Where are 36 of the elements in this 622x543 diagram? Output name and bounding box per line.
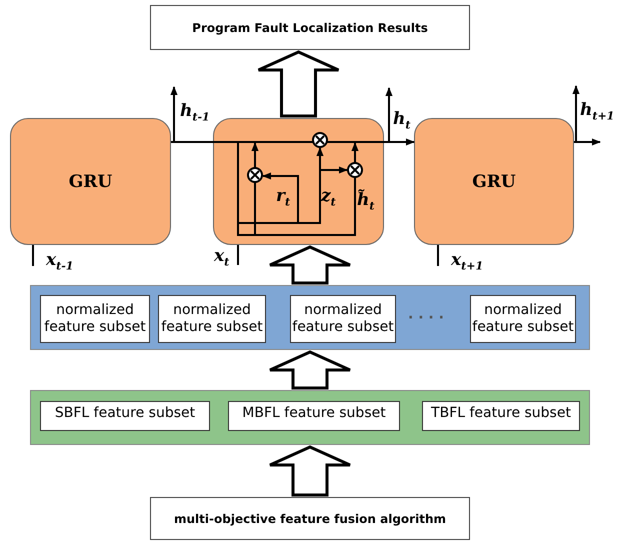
feature-subset-box: normalized feature subset <box>158 295 266 343</box>
feature-subset-box: SBFL feature subset <box>40 401 210 431</box>
connector-line <box>171 141 213 143</box>
edge-label: h$_{t}$ <box>393 111 410 130</box>
feature-band <box>30 390 590 445</box>
arrow <box>572 85 580 142</box>
feature-band <box>30 285 590 350</box>
connector-line <box>437 245 439 266</box>
block-arrow <box>268 350 352 390</box>
feature-subset-box: normalized feature subset <box>290 295 396 343</box>
feature-subset-box: MBFL feature subset <box>228 401 400 431</box>
block-arrow <box>268 445 352 496</box>
result-box: Program Fault Localization Results <box>150 5 470 50</box>
ellipsis: · · · · <box>408 310 444 326</box>
block-arrow <box>257 50 340 118</box>
feature-subset-box: TBFL feature subset <box>422 401 580 431</box>
arrow <box>574 138 601 146</box>
gru-cell-box <box>213 118 384 245</box>
gru-box: GRU <box>10 118 171 245</box>
gate-label: z$_{t}$ <box>321 188 336 208</box>
arrow <box>385 87 393 142</box>
edge-label: x$_{t}$ <box>214 248 230 268</box>
connector-line <box>237 245 239 265</box>
arrow <box>170 86 178 142</box>
gru-box: GRU <box>414 118 574 245</box>
edge-label: h$_{t+1}$ <box>580 102 614 122</box>
arrow <box>384 138 415 146</box>
block-arrow <box>268 245 352 284</box>
edge-label: x$_{t-1}$ <box>46 252 74 272</box>
algorithm-box: multi-objective feature fusion algorithm <box>150 497 470 540</box>
gate-label: r$_{t}$ <box>276 188 290 208</box>
edge-label: h$_{t-1}$ <box>180 103 210 122</box>
edge-label: x$_{t+1}$ <box>451 252 484 272</box>
feature-subset-box: normalized feature subset <box>470 295 576 343</box>
feature-subset-box: normalized feature subset <box>40 295 150 343</box>
connector-line <box>32 245 34 266</box>
